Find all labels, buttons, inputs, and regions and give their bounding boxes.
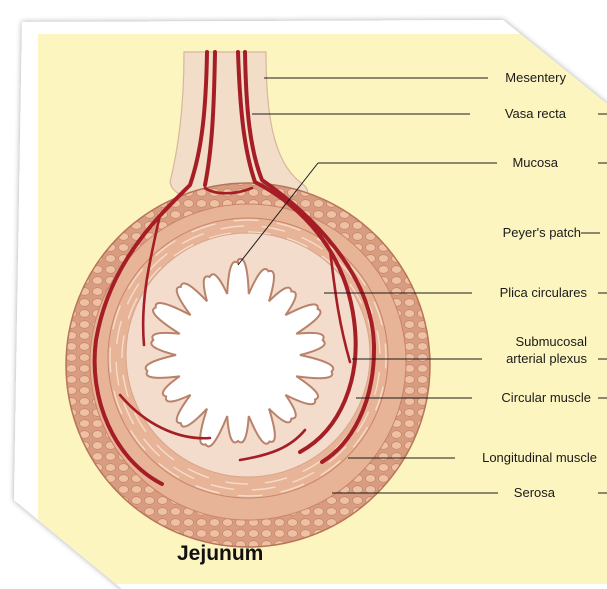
label-vasa-recta: Vasa recta: [505, 106, 567, 121]
label-mesentery: Mesentery: [505, 70, 566, 85]
label-submucosal-arterial-plexus-line-1: Submucosal: [515, 334, 587, 349]
diagram-title: Jejunum: [177, 542, 263, 565]
label-longitudinal-muscle: Longitudinal muscle: [482, 450, 597, 465]
label-mucosa: Mucosa: [512, 155, 558, 170]
label-circular-muscle: Circular muscle: [501, 390, 591, 405]
label-serosa: Serosa: [514, 485, 556, 500]
label-peyers-patch: Peyer's patch: [503, 225, 581, 240]
label-submucosal-arterial-plexus-line-2: arterial plexus: [506, 351, 587, 366]
label-plica-circulares: Plica circulares: [500, 285, 588, 300]
